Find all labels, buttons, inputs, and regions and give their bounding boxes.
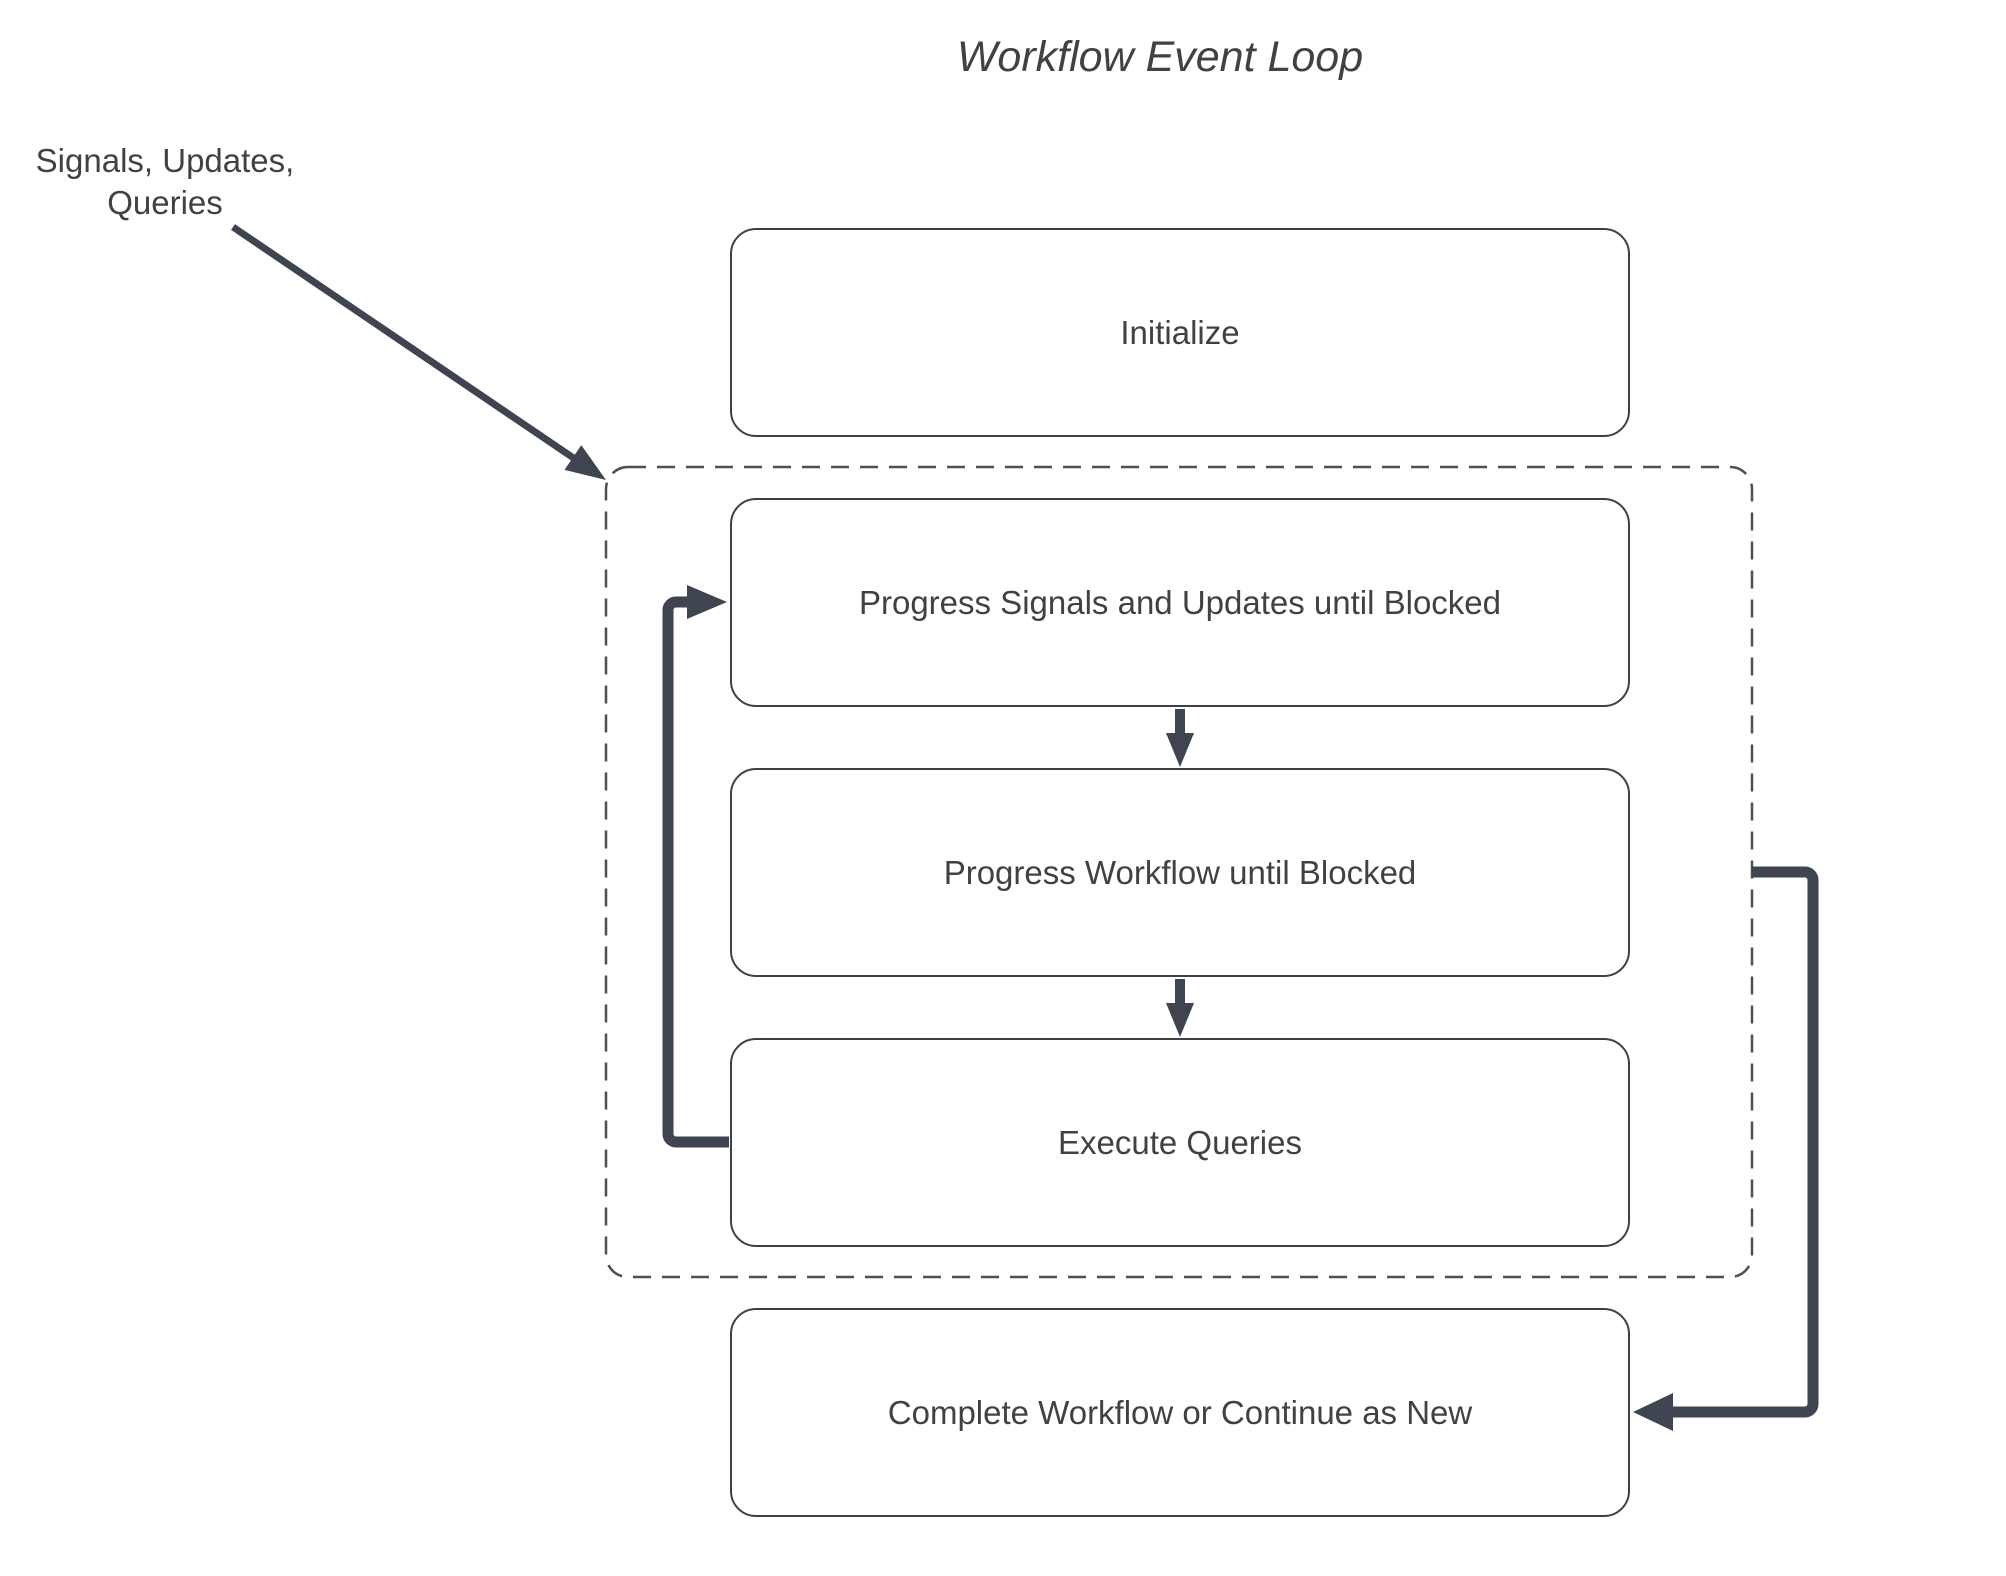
- annotation-line-2: Queries: [107, 184, 223, 221]
- diagram-title: Workflow Event Loop: [956, 33, 1364, 81]
- signals-updates-queries-label: Signals, Updates, Queries: [20, 140, 310, 224]
- node-initialize-label: Initialize: [1120, 313, 1240, 351]
- loop-back-arrow: [662, 585, 729, 1148]
- node-execute-queries: Execute Queries: [730, 1038, 1630, 1247]
- continue-arrow: [1633, 866, 1819, 1431]
- down-arrow-2: [1166, 979, 1194, 1037]
- node-complete-workflow: Complete Workflow or Continue as New: [730, 1308, 1630, 1517]
- node-execute-queries-label: Execute Queries: [1058, 1123, 1302, 1161]
- node-progress-workflow: Progress Workflow until Blocked: [730, 768, 1630, 977]
- node-complete-workflow-label: Complete Workflow or Continue as New: [887, 1393, 1473, 1431]
- node-progress-signals-updates-label: Progress Signals and Updates until Block…: [858, 583, 1502, 621]
- node-progress-workflow-label: Progress Workflow until Blocked: [943, 853, 1417, 891]
- node-progress-signals-updates: Progress Signals and Updates until Block…: [730, 498, 1630, 707]
- down-arrow-1: [1166, 709, 1194, 767]
- signals-input-arrow: [231, 224, 606, 480]
- node-initialize: Initialize: [730, 228, 1630, 437]
- annotation-line-1: Signals, Updates,: [35, 142, 295, 179]
